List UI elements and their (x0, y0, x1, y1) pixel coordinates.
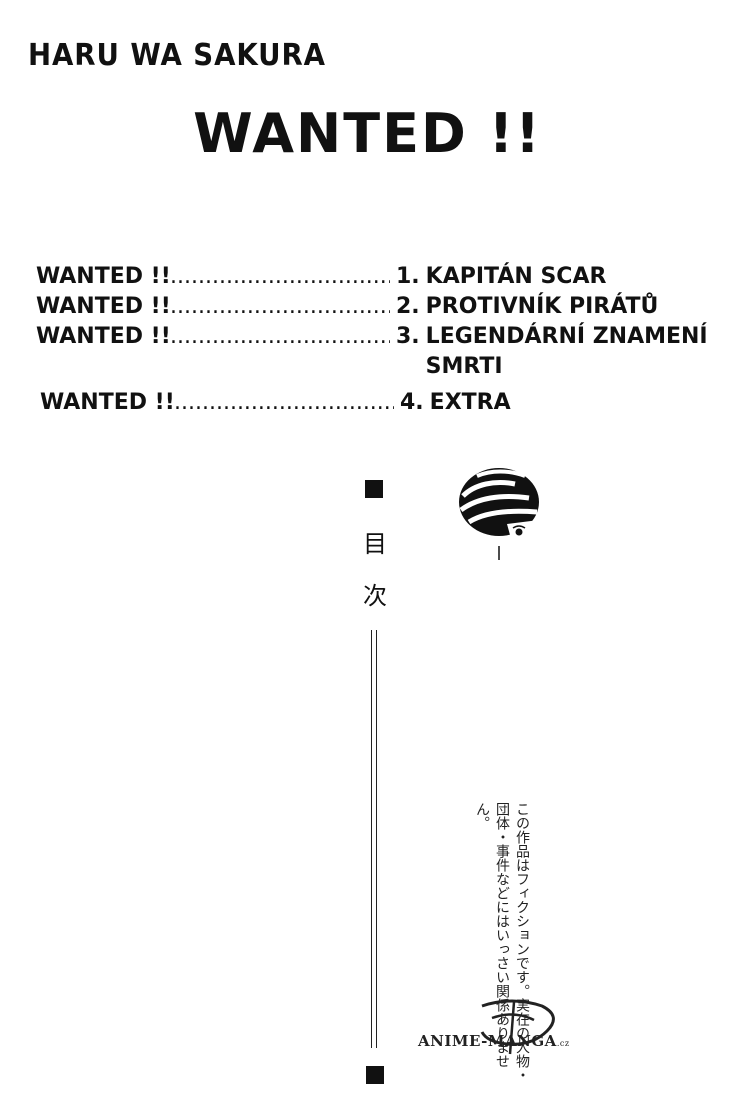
toc-entry-label: WANTED !! (36, 324, 171, 349)
toc-entry-3: WANTED !! 3. LEGENDÁRNÍ ZNAMENÍ SMRTI (36, 322, 716, 382)
toc-entry-chapter: LEGENDÁRNÍ ZNAMENÍ SMRTI (425, 324, 708, 379)
toc-entry-label: WANTED !! (36, 294, 171, 319)
toc-entry-number: 4. (400, 390, 424, 415)
contents-marker-top (365, 480, 383, 498)
toc-entry-chapter: PROTIVNÍK PIRÁTŮ (425, 294, 659, 319)
contents-heading-char-2: 次 (363, 582, 387, 610)
toc-entry-chapter: EXTRA (429, 390, 511, 415)
watermark-swirl-icon (480, 999, 555, 1055)
toc-leader-dots (170, 292, 390, 322)
toc-entry-label: WANTED !! (36, 264, 171, 289)
toc-leader-dots (174, 388, 394, 418)
watermark-tld: .cz (556, 1039, 570, 1048)
toc-entry-label: WANTED !! (40, 390, 175, 415)
toc-entry-number: 1. (396, 264, 420, 289)
contents-marker-bottom (366, 1066, 384, 1084)
table-of-contents: WANTED !! 1. KAPITÁN SCAR WANTED !! 2. P… (36, 262, 716, 418)
toc-entry-number: 3. (396, 324, 420, 349)
contents-divider-line (371, 630, 377, 1048)
striped-head-emblem-icon (459, 468, 539, 560)
toc-leader-dots (170, 262, 390, 292)
toc-entry-number: 2. (396, 294, 420, 319)
series-title: HARU WA SAKURA (28, 38, 326, 73)
toc-entry-4: WANTED !! 4. EXTRA (40, 388, 716, 418)
toc-entry-chapter: KAPITÁN SCAR (425, 264, 607, 289)
main-title: WANTED !! (193, 102, 542, 165)
toc-entry-2: WANTED !! 2. PROTIVNÍK PIRÁTŮ (36, 292, 716, 322)
toc-entry-1: WANTED !! 1. KAPITÁN SCAR (36, 262, 716, 292)
toc-leader-dots (170, 322, 390, 352)
watermark-text: ANIME-MANGA (418, 1032, 557, 1050)
contents-heading-char-1: 目 (363, 530, 387, 558)
site-watermark: ANIME-MANGA.cz (418, 1032, 570, 1050)
